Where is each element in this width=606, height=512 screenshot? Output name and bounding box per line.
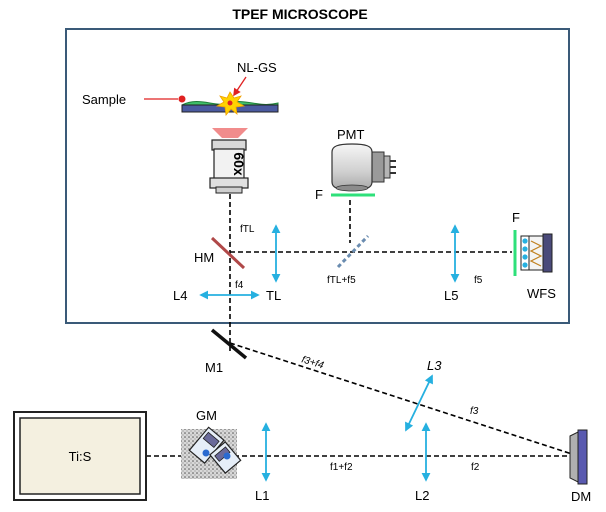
excitation-cone [212, 128, 248, 138]
label-wfs: WFS [527, 286, 556, 301]
sample-stage [144, 76, 279, 138]
diagram-title: TPEF MICROSCOPE [232, 6, 367, 22]
pmt-detector-icon [331, 143, 396, 192]
beam-splitter [336, 234, 370, 269]
beam-diagonal-dm [229, 342, 576, 456]
focal-point [227, 100, 233, 106]
nlgs-pointer [233, 76, 247, 97]
dist-ftl-f5: fTL+f5 [327, 275, 356, 286]
tis-laser-inner [19, 417, 141, 495]
dist-f4: f4 [235, 280, 244, 291]
label-sample: Sample [82, 92, 126, 107]
wavefront-sensor-icon [513, 230, 553, 276]
dist-f3-f4: f3+f4 [300, 354, 325, 371]
label-gm: GM [196, 408, 217, 423]
galvo-mirror-icon [181, 426, 242, 479]
dist-f2: f2 [471, 462, 480, 473]
dist-f5: f5 [474, 275, 483, 286]
label-tis: Ti:S [69, 449, 92, 464]
dist-f3: f3 [470, 406, 479, 417]
objective-lens [209, 139, 249, 194]
label-hm: HM [194, 250, 214, 265]
microscope-frame [65, 28, 570, 324]
hm-mirror [210, 236, 246, 270]
sample-dot [178, 95, 186, 103]
label-filter-pmt: F [315, 187, 323, 202]
objective-magnification: 60x [231, 152, 247, 176]
label-m1: M1 [205, 360, 223, 375]
label-l2: L2 [415, 488, 429, 503]
label-pmt: PMT [337, 127, 365, 142]
dist-f1-f2: f1+f2 [330, 462, 353, 473]
deformable-mirror-icon [569, 429, 588, 485]
label-nlgs: NL-GS [237, 60, 277, 75]
label-filter-wfs: F [512, 210, 520, 225]
label-dm: DM [571, 489, 591, 504]
lens-l3 [405, 374, 433, 432]
mirror-m1 [210, 328, 248, 360]
label-l3: L3 [427, 358, 442, 373]
beam-paths [146, 194, 576, 457]
label-l1: L1 [255, 488, 269, 503]
label-tl: TL [266, 288, 281, 303]
label-l5: L5 [444, 288, 458, 303]
dist-ftl: fTL [240, 224, 255, 235]
label-l4: L4 [173, 288, 187, 303]
